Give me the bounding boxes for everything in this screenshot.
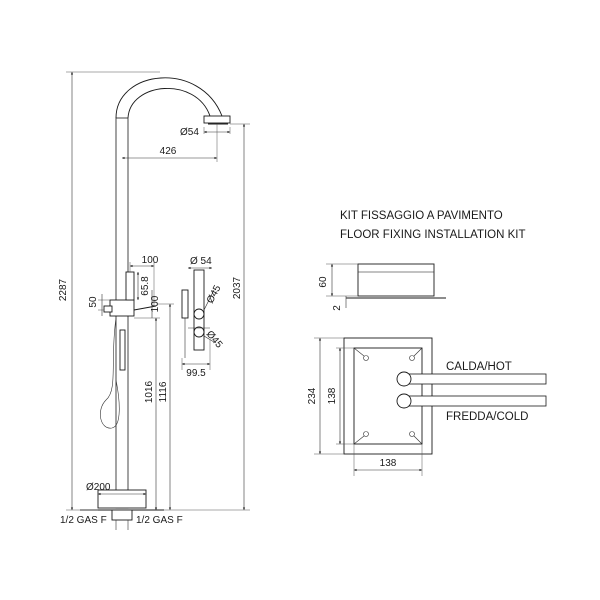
outlet-height-label: 2037: [232, 276, 243, 299]
kit-width-label: 138: [380, 458, 397, 469]
reach-label: 426: [160, 146, 177, 157]
gas-right-label: 1/2 GAS F: [136, 515, 183, 526]
total-height-label: 2287: [58, 278, 69, 301]
lever: [133, 305, 157, 311]
body-diameter-label: Ø 54: [190, 256, 212, 267]
handle-stem: [125, 271, 135, 301]
floor-kit: KIT FISSAGGIO A PAVIMENTO FLOOR FIXING I…: [307, 210, 547, 476]
kit-title-it: KIT FISSAGGIO A PAVIMENTO: [340, 210, 503, 222]
handle-offset-label: 100: [142, 255, 159, 266]
screw-top-left: [363, 355, 369, 361]
shower-hose: [100, 317, 120, 429]
kit-title-en: FLOOR FIXING INSTALLATION KIT: [340, 229, 526, 241]
gooseneck-inner: [127, 87, 211, 119]
mixer-side-view: 2287 Ø54 426 100 65.8 50 100 1016 1: [58, 71, 250, 530]
cold-connector: [396, 393, 412, 409]
height-1016-label: 1016: [144, 380, 155, 403]
hand-shower: [119, 329, 126, 371]
brace-bl: [353, 435, 365, 445]
base-diameter-label: Ø200: [86, 482, 111, 493]
cold-label: FREDDA/COLD: [446, 411, 528, 423]
knob-diameter-2-label: Ø45: [204, 329, 225, 351]
head-diameter-label: Ø54: [180, 127, 199, 138]
left-offset-label: 50: [88, 296, 99, 308]
hot-label: CALDA/HOT: [446, 361, 512, 373]
kit-side-box: [357, 263, 435, 297]
kit-depth-label: 234: [307, 387, 318, 404]
front-knob-bottom: [193, 326, 205, 338]
knob-diameter-1-label: Ø45: [205, 283, 224, 305]
brace-br: [413, 435, 423, 445]
brace-tr: [413, 347, 423, 357]
front-knob-top: [193, 308, 205, 320]
mixer-body: [109, 299, 135, 317]
lever-height-label: 100: [150, 295, 161, 312]
kit-inner-label: 138: [327, 387, 338, 404]
gas-left-label: 1/2 GAS F: [60, 515, 107, 526]
leader-knob-2: [203, 335, 215, 343]
leader-knob-1: [203, 289, 215, 311]
brace-tl: [353, 347, 365, 357]
floor-connector: [111, 509, 133, 521]
screw-top-right: [409, 355, 415, 361]
screw-bottom-left: [363, 431, 369, 437]
hose-outlet: [103, 305, 113, 313]
screw-bottom-right: [409, 431, 415, 437]
hot-pipe: [403, 373, 547, 385]
kit-height-label: 60: [318, 276, 329, 288]
shower-head: [203, 115, 231, 124]
body-width-label: 99.5: [186, 368, 206, 379]
mixer-front-view: Ø 54 Ø45 Ø45 99.5: [181, 256, 225, 379]
handle-height-label: 65.8: [140, 276, 151, 296]
hot-connector: [396, 371, 412, 387]
cold-pipe: [403, 395, 547, 407]
height-1116-label: 1116: [158, 381, 169, 402]
gooseneck-outer: [115, 77, 223, 119]
kit-side-lid: [357, 263, 435, 273]
kit-gap-label: 2: [332, 305, 343, 311]
front-hand-shower: [181, 289, 189, 319]
